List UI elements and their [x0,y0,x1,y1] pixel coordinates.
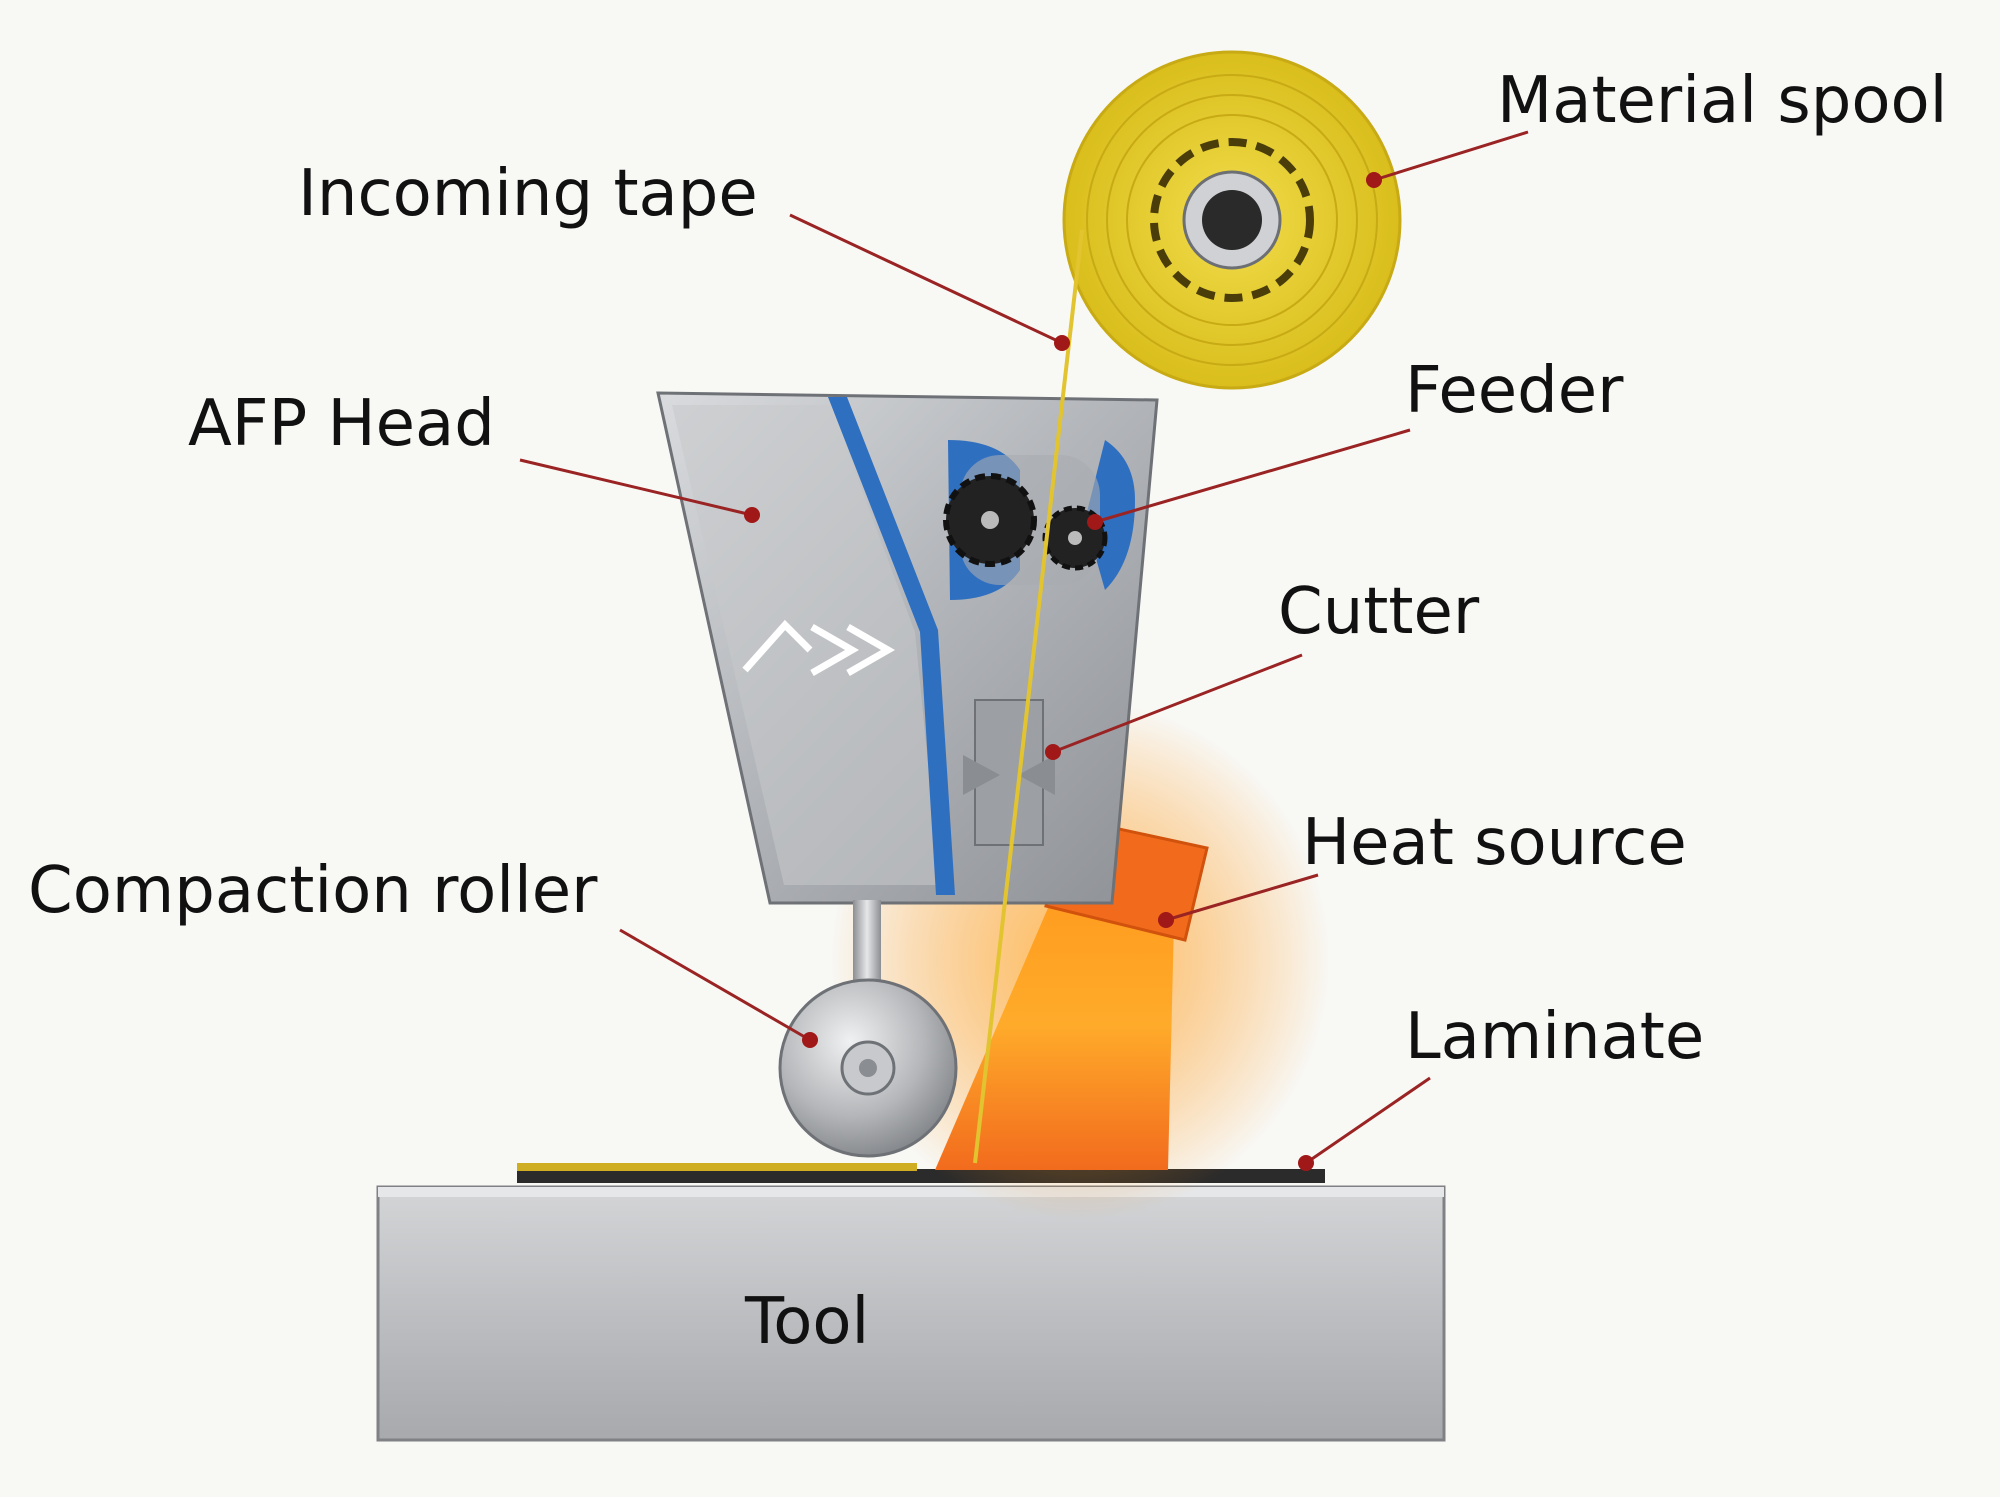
label-afp-head: AFP Head [188,387,495,461]
label-incoming-tape: Incoming tape [298,157,758,231]
cutter-mechanism [963,699,1055,846]
label-laminate: Laminate [1405,1000,1704,1074]
label-material-spool: Material spool [1497,64,1947,138]
head-logo-icon [742,619,896,677]
label-feeder: Feeder [1405,354,1624,428]
material-spool [1062,50,1402,390]
incoming-tape [973,229,1084,1164]
afp-head [656,391,1159,905]
tool-block [376,1185,1446,1442]
feeder-gears [943,473,1108,571]
compaction-roller [778,900,958,1158]
label-cutter: Cutter [1278,575,1480,649]
label-compaction-roller: Compaction roller [28,854,598,928]
leader-lines [519,130,1529,1171]
label-heat-source: Heat source [1302,806,1687,880]
label-tool: Tool [744,1285,869,1359]
